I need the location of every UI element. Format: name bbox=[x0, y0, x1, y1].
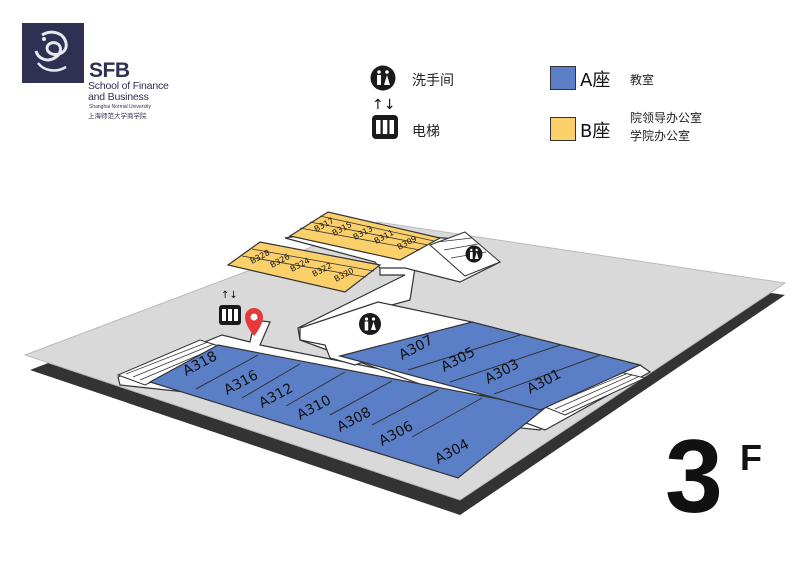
logo-university-name: Shanghai Normal University bbox=[89, 104, 151, 110]
elevator-icon: ↑↓ bbox=[219, 290, 241, 325]
logo-chinese-name: 上海师范大学商学院 bbox=[88, 112, 147, 120]
dragon-emblem-icon bbox=[34, 30, 68, 72]
svg-text:↑↓: ↑↓ bbox=[372, 97, 395, 113]
legend-zone-b-name: B座 bbox=[580, 121, 611, 142]
legend-zone-b-desc-line2: 学院办公室 bbox=[630, 129, 691, 143]
floor-suffix: F bbox=[740, 437, 762, 478]
stairs-top bbox=[429, 231, 501, 277]
zone-a-back-block bbox=[337, 321, 642, 411]
legend-zone-a-swatch bbox=[550, 66, 576, 90]
logo-brand: SFB bbox=[89, 59, 130, 82]
location-pin-icon bbox=[245, 308, 263, 336]
legend-zone-b-swatch bbox=[550, 117, 576, 141]
legend-zone-a-desc: 教室 bbox=[630, 73, 655, 87]
logo-school-name-line2: and Business bbox=[88, 91, 149, 103]
legend-elevator-label: 电梯 bbox=[412, 124, 440, 140]
logo-school-name-line1: School of Finance bbox=[88, 80, 169, 92]
restroom-icon bbox=[359, 313, 381, 335]
legend-zone-b-desc-line1: 院领导办公室 bbox=[630, 111, 703, 125]
floor-number: 3 bbox=[665, 419, 723, 535]
legend-elevator-icon: ↑↓ bbox=[370, 95, 400, 145]
legend-restroom-label: 洗手间 bbox=[412, 73, 454, 89]
restroom-block-center bbox=[299, 301, 475, 366]
zone-b-bottom-block bbox=[226, 241, 382, 293]
restroom-icon bbox=[465, 245, 483, 263]
logo-emblem bbox=[22, 23, 84, 83]
zone-b-top-block bbox=[288, 211, 442, 261]
legend-restroom-icon bbox=[370, 65, 396, 91]
svg-text:↑↓: ↑↓ bbox=[221, 290, 238, 301]
legend-zone-a-name: A座 bbox=[580, 70, 611, 91]
